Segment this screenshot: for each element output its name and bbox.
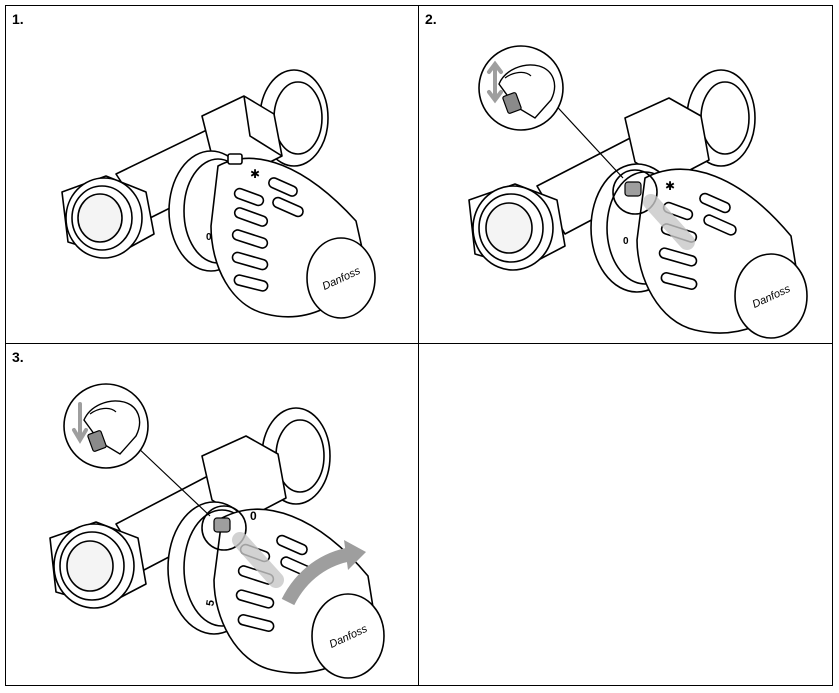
union-nut <box>201 435 287 521</box>
frost-mark: ✱ <box>665 179 675 193</box>
union-nut <box>624 97 710 183</box>
pin-highlight <box>201 505 284 588</box>
step-2-number: 2. <box>425 11 437 27</box>
rotate-arrow-icon <box>281 547 354 606</box>
step-1-panel: 1. <box>6 6 418 343</box>
five-mark: 5 <box>204 599 217 607</box>
step-3-number: 3. <box>12 349 24 365</box>
step-1-number: 1. <box>12 11 24 27</box>
step-3-illustration: 0 5 Danfoss <box>49 383 385 679</box>
pin-highlight <box>612 169 695 250</box>
limit-pin <box>227 153 243 165</box>
instruction-grid: 1. <box>5 5 833 686</box>
empty-panel <box>419 344 832 685</box>
inset-leader-line <box>548 97 624 179</box>
up-down-arrow-icon <box>487 60 503 104</box>
zero-mark: 0 <box>206 232 212 243</box>
step-2-panel: 2. <box>419 6 832 343</box>
grid-divider-horizontal <box>6 343 832 344</box>
zero-mark: 0 <box>623 236 629 247</box>
step-3-panel: 3. <box>6 344 418 685</box>
step-2-illustration: ✱ 0 Danfoss <box>468 45 808 339</box>
zoom-inset <box>478 45 564 131</box>
zoom-inset <box>63 383 149 469</box>
grid-divider-vertical <box>418 6 419 685</box>
down-arrow-icon <box>72 402 88 444</box>
finger-icon <box>83 400 141 455</box>
zero-mark: 0 <box>250 509 257 523</box>
frost-mark: ✱ <box>250 167 260 181</box>
inset-leader-line <box>135 445 211 517</box>
finger-icon <box>498 64 556 119</box>
step-1-illustration: Danfoss ✱ 0 <box>61 69 376 319</box>
